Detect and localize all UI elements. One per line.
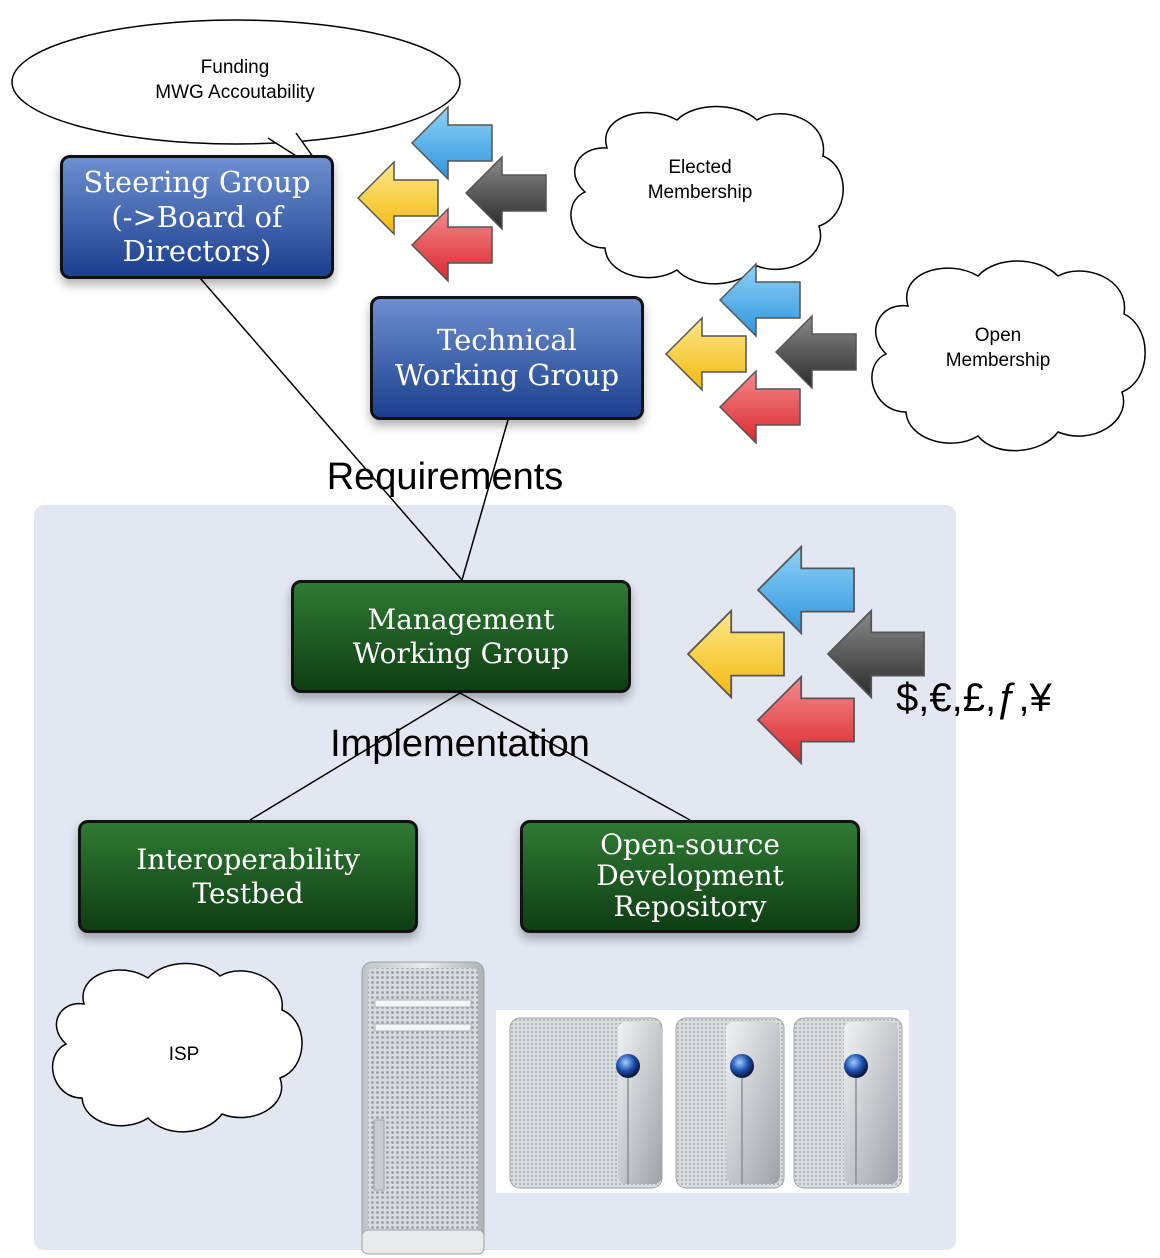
isp-cloud bbox=[51, 962, 303, 1133]
interop-line1: Interoperability bbox=[136, 842, 360, 876]
arrow-red-icon bbox=[719, 370, 801, 444]
arrow-cluster-management bbox=[687, 545, 925, 765]
steering-line1: Steering Group bbox=[83, 164, 311, 199]
arrow-red-icon bbox=[757, 675, 855, 765]
arrow-gray-icon bbox=[775, 315, 857, 389]
arrow-cluster-technical bbox=[665, 263, 857, 444]
storage-drive bbox=[509, 1017, 663, 1189]
management-line2: Working Group bbox=[352, 636, 570, 670]
currency-symbols-label: $,€,£,ƒ,¥ bbox=[896, 676, 1052, 720]
elected-membership-cloud bbox=[570, 105, 844, 285]
arrow-blue-icon bbox=[757, 545, 855, 635]
technical-working-group-box[interactable]: Technical Working Group bbox=[370, 296, 644, 420]
elected-line: Elected bbox=[668, 157, 732, 178]
line-technical-to-management bbox=[461, 419, 509, 581]
line-management-to-interop bbox=[249, 692, 461, 821]
elected-membership-label: Elected Membership bbox=[600, 156, 800, 205]
steering-line3: Directors) bbox=[122, 234, 272, 269]
arrow-red-icon bbox=[411, 208, 493, 282]
arrow-blue-icon bbox=[411, 106, 493, 180]
mwg-accountability-line: MWG Accoutability bbox=[155, 81, 315, 103]
isp-label: ISP bbox=[168, 1044, 200, 1065]
open-membership-cloud bbox=[871, 260, 1146, 452]
interop-line2: Testbed bbox=[192, 876, 304, 910]
technical-line2: Working Group bbox=[394, 358, 620, 392]
line-steering-to-management bbox=[199, 277, 463, 581]
server-tower-image bbox=[361, 961, 485, 1255]
open-line: Open bbox=[974, 325, 1022, 346]
opensource-line1: Open-source bbox=[600, 828, 780, 862]
arrow-yellow-icon bbox=[357, 161, 439, 235]
line-management-to-opensource bbox=[459, 692, 691, 821]
membership-line: Membership bbox=[647, 181, 753, 203]
membership-line: Membership bbox=[945, 349, 1051, 371]
management-working-group-box[interactable]: Management Working Group bbox=[291, 580, 631, 693]
steering-line2: (->Board of bbox=[111, 199, 283, 234]
open-source-repository-box[interactable]: Open-source Development Repository bbox=[520, 820, 860, 933]
funding-line: Funding bbox=[200, 57, 270, 78]
arrow-yellow-icon bbox=[665, 317, 747, 391]
requirements-label: Requirements bbox=[326, 456, 564, 498]
storage-drive bbox=[793, 1017, 903, 1189]
implementation-label: Implementation bbox=[330, 723, 590, 765]
opensource-line2: Development bbox=[596, 859, 784, 893]
funding-speech-bubble bbox=[11, 19, 461, 176]
storage-drives-image bbox=[496, 1010, 909, 1193]
arrow-gray-icon bbox=[465, 156, 547, 230]
technical-line1: Technical bbox=[437, 323, 577, 358]
opensource-line3: Repository bbox=[613, 889, 767, 923]
storage-drive bbox=[675, 1017, 785, 1189]
arrow-cluster-steering bbox=[357, 106, 547, 282]
steering-group-box[interactable]: Steering Group (->Board of Directors) bbox=[60, 155, 334, 279]
interoperability-testbed-box[interactable]: Interoperability Testbed bbox=[78, 820, 418, 933]
arrow-yellow-icon bbox=[687, 609, 785, 699]
management-line1: Management bbox=[367, 602, 555, 636]
open-membership-label: Open Membership bbox=[898, 324, 1098, 373]
funding-bubble-text: Funding MWG Accoutability bbox=[90, 56, 380, 105]
